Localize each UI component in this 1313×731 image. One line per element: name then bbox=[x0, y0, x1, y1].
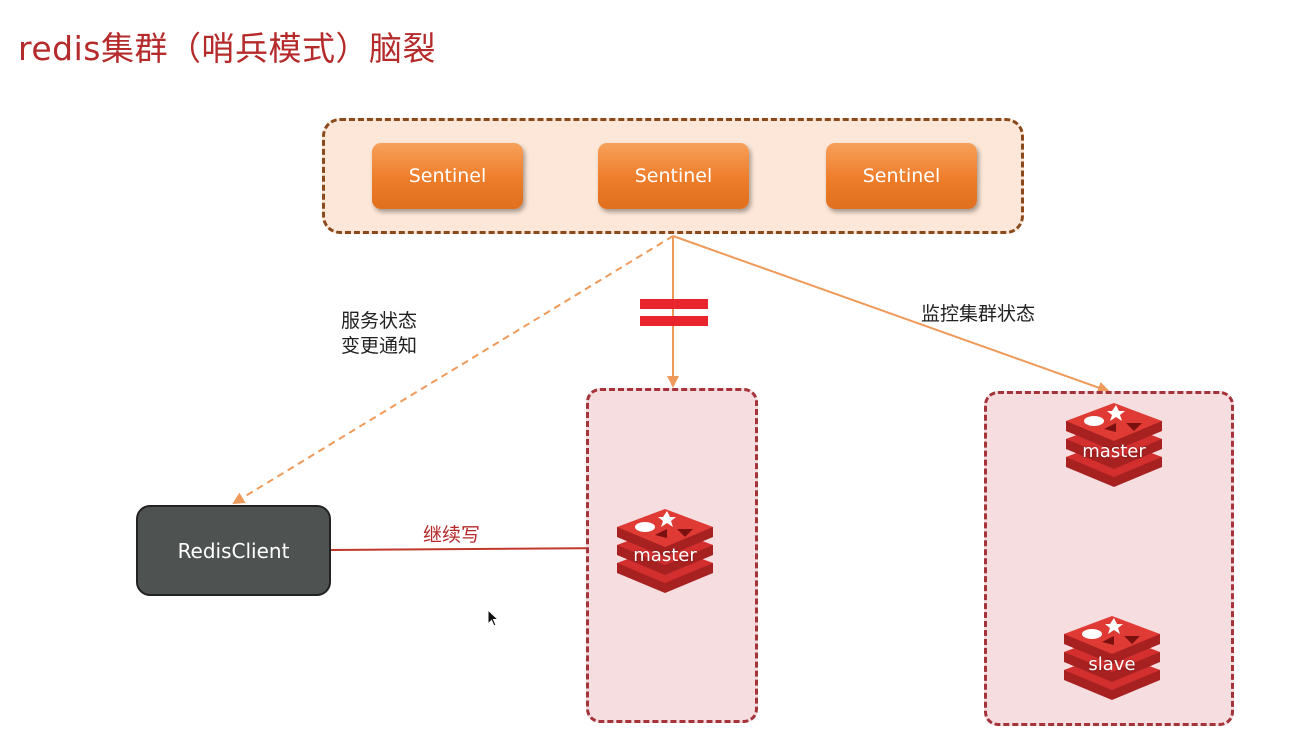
disconnect-bar-top bbox=[640, 299, 708, 309]
right-master-label: master bbox=[1082, 441, 1146, 462]
sentinel-node-3: Sentinel bbox=[826, 143, 977, 209]
notify-label-line-2: 变更通知 bbox=[341, 335, 418, 357]
page-title: redis集群（哨兵模式）脑裂 bbox=[18, 29, 436, 68]
notify-arrow bbox=[232, 235, 674, 505]
redis-client: RedisClient bbox=[136, 505, 331, 596]
right-slave-label: slave bbox=[1088, 654, 1136, 675]
sentinel-node-1: Sentinel bbox=[372, 143, 523, 209]
redis-logo-icon bbox=[1066, 403, 1162, 487]
continue-write-arrow bbox=[330, 542, 619, 555]
left-master-label: master bbox=[633, 545, 697, 566]
redis-logo-icon bbox=[1064, 616, 1160, 700]
notify-label-line-1: 服务状态 bbox=[341, 310, 418, 332]
monitor-arrow bbox=[672, 235, 1110, 394]
monitor-label: 监控集群状态 bbox=[921, 303, 1036, 325]
notify-label: 服务状态 变更通知 bbox=[341, 309, 417, 359]
continue-write-label: 继续写 bbox=[423, 524, 481, 546]
left-master-node: master bbox=[615, 505, 715, 595]
right-master-node: master bbox=[1064, 399, 1164, 489]
redis-logo-icon bbox=[617, 509, 713, 593]
right-slave-node: slave bbox=[1062, 612, 1162, 702]
mouse-cursor-icon bbox=[487, 609, 500, 627]
sentinel-node-2: Sentinel bbox=[598, 143, 749, 209]
disconnect-bar-bottom bbox=[640, 316, 708, 326]
